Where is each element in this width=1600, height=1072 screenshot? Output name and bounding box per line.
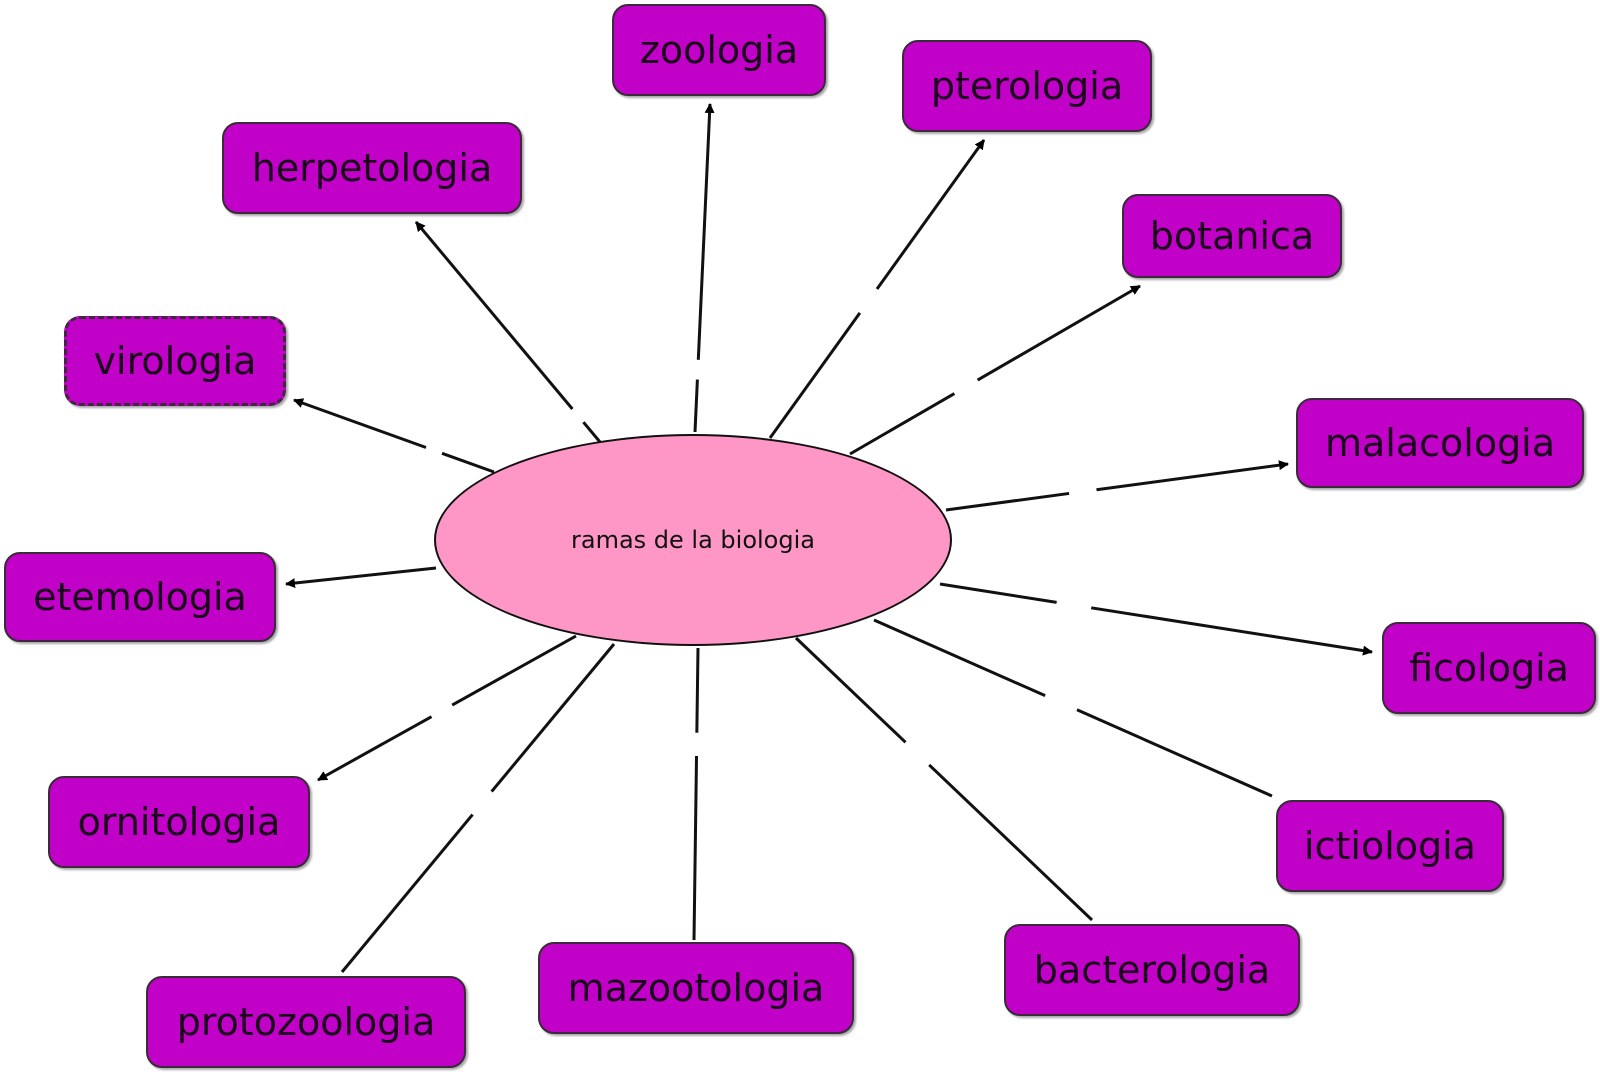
connector-bacterologia (794, 636, 907, 744)
connector-virologia (441, 451, 495, 474)
connector-zoologia (693, 379, 699, 433)
node-pterologia[interactable]: pterologia (902, 40, 1152, 132)
connector-protozoologia (490, 643, 616, 793)
connector-herpetologia (582, 421, 602, 443)
node-herpetologia[interactable]: herpetologia (222, 122, 522, 214)
connector-zoologia (696, 103, 715, 360)
node-label: pterologia (930, 64, 1124, 108)
center-node[interactable]: ramas de la biologia (434, 434, 952, 646)
connector-botanica (976, 284, 1141, 382)
node-virologia[interactable]: virologia (64, 316, 286, 406)
connector-mazootologia (692, 756, 699, 941)
connector-ficologia (1090, 606, 1373, 656)
connector-virologia (293, 398, 427, 449)
node-label: herpetologia (251, 146, 493, 190)
node-malacologia[interactable]: malacologia (1296, 398, 1584, 488)
connector-ictiologia (1076, 708, 1273, 798)
connector-ornitologia (317, 715, 433, 782)
node-label: zoologia (639, 28, 799, 72)
node-label: ficologia (1409, 646, 1569, 690)
node-label: mazootologia (567, 966, 825, 1010)
connector-ficologia (939, 582, 1057, 604)
connector-protozoologia (340, 813, 474, 973)
node-label: botanica (1149, 214, 1315, 258)
node-bacterologia[interactable]: bacterologia (1004, 924, 1300, 1016)
node-protozoologia[interactable]: protozoologia (146, 976, 466, 1068)
connector-ornitologia (451, 634, 577, 707)
connector-herpetologia (414, 221, 574, 410)
connector-ictiologia (873, 618, 1046, 698)
node-label: malacologia (1324, 421, 1556, 465)
node-label: bacterologia (1033, 948, 1271, 992)
node-ficologia[interactable]: ficologia (1382, 622, 1596, 714)
connector-mazootologia (695, 647, 700, 733)
connector-pterologia (768, 311, 862, 439)
node-label: virologia (93, 339, 257, 383)
node-label: etemologia (33, 575, 247, 619)
node-botanica[interactable]: botanica (1122, 194, 1342, 278)
node-zoologia[interactable]: zoologia (612, 4, 826, 96)
node-ornitologia[interactable]: ornitologia (48, 776, 310, 868)
connector-etemologia (285, 566, 437, 589)
connector-botanica (849, 392, 956, 456)
node-label: ornitologia (77, 800, 281, 844)
node-label: protozoologia (176, 1000, 436, 1044)
node-label: ictiologia (1304, 824, 1476, 868)
node-ictiologia[interactable]: ictiologia (1276, 800, 1504, 892)
connector-pterologia (875, 139, 986, 290)
node-mazootologia[interactable]: mazootologia (538, 942, 854, 1034)
node-etemologia[interactable]: etemologia (4, 552, 276, 642)
connector-malacologia (1096, 460, 1289, 492)
connector-malacologia (945, 491, 1070, 512)
connector-bacterologia (928, 763, 1094, 922)
center-node-label: ramas de la biologia (571, 526, 815, 554)
